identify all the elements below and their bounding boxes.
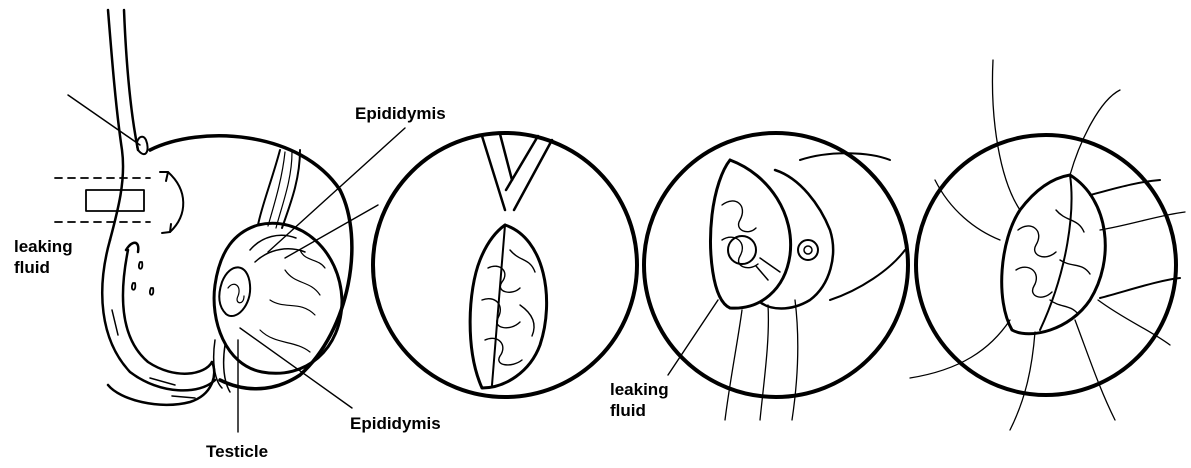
leaking-fluid-leader [668,300,718,375]
opened-sac [470,225,546,388]
everted-sac [711,160,791,308]
rotation-arrow [168,172,183,232]
epididymis-bottom-leader [240,328,352,408]
scrotum-overview-panel [55,10,405,432]
leaking-fluid-right-label-line2: fluid [610,401,646,421]
surgical-step-circle-1 [373,133,637,397]
epididymis-detail [219,267,250,316]
fluid-drop-icon [150,288,153,295]
leaking-fluid-left-label-line2: fluid [14,258,50,278]
leaking-fluid-right-label-line1: leaking [610,380,669,400]
scrotal-sac-outline [150,136,352,389]
incision-box [86,190,144,211]
leaking-fluid-left-label-line1: leaking [14,237,73,257]
fluid-drop-icon [132,283,135,290]
epididymis-top-label: Epididymis [355,104,446,124]
surgical-step-circle-3 [910,60,1185,430]
fluid-drop-icon [139,262,142,269]
surgical-step-circle-2 [644,133,908,420]
epididymis-top-leader [268,128,405,252]
testicle-label: Testicle [206,442,268,462]
epididymis-bottom-label: Epididymis [350,414,441,434]
